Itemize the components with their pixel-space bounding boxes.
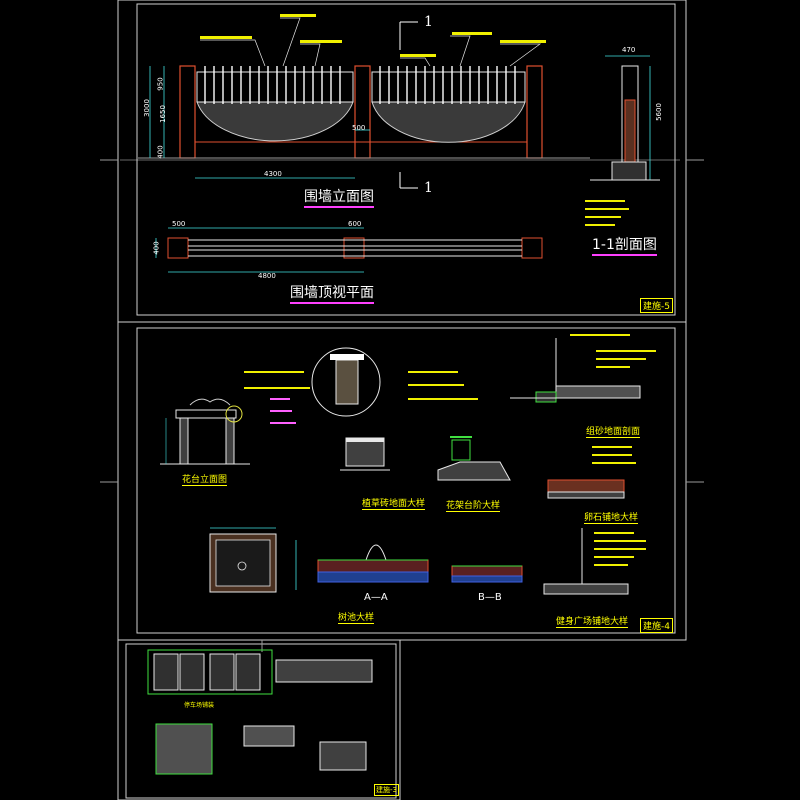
grass-brick-detail xyxy=(340,437,390,471)
sheet1-inner-frame xyxy=(136,3,676,316)
tree-pit-plan xyxy=(209,527,297,593)
section-mark-top: 1 xyxy=(424,14,433,30)
dim-h-upper: 950 xyxy=(156,77,165,91)
dim-w-total: 4300 xyxy=(264,170,282,178)
sheet1-number: 建施-5 xyxy=(640,298,673,313)
tree-pit-section-b xyxy=(451,565,523,583)
section-label-b: B—B xyxy=(478,592,502,603)
sheet3-outer-frame xyxy=(117,639,401,800)
step-detail xyxy=(437,436,511,481)
flower-section-title: 组砂地面剖面 xyxy=(586,424,641,438)
wall-elevation xyxy=(120,14,680,189)
dim-w-pier: 500 xyxy=(352,124,366,132)
wall-top-plan xyxy=(155,227,543,273)
sheet1-outer-frame xyxy=(117,0,687,323)
pergola-elevation xyxy=(160,398,250,465)
section-title: 1-1剖面图 xyxy=(592,236,657,256)
parking-title: 停车场铺装 xyxy=(184,702,215,709)
dim-sec-h: 5600 xyxy=(654,103,663,121)
sheet2-outer-frame xyxy=(117,321,687,641)
curb-detail-title: 花架台阶大样 xyxy=(446,498,501,512)
elevation-title: 围墙立面图 xyxy=(304,188,374,208)
dim-plan-w1: 500 xyxy=(172,220,186,228)
section-label-a: A—A xyxy=(364,592,388,603)
detail-circle-callout xyxy=(244,347,478,424)
plaza-paving-detail xyxy=(543,528,646,595)
tree-pit-section-a xyxy=(317,544,429,583)
section-1-1-drawing xyxy=(585,55,660,226)
dim-h-mid: 1650 xyxy=(158,105,167,123)
flower-section-detail xyxy=(510,334,656,403)
dim-plan-total: 4800 xyxy=(258,272,276,280)
plaza-detail-title: 健身广场铺地大样 xyxy=(556,614,629,628)
sheet2-number: 建施-4 xyxy=(640,618,673,633)
dim-plan-w2: 600 xyxy=(348,220,362,228)
sheet3-inner-frame xyxy=(125,643,397,799)
sheet3-number: 建施-3 xyxy=(374,784,399,796)
gravel-detail-title: 卵石铺地大样 xyxy=(584,510,639,524)
dim-plan-h: 400 xyxy=(152,241,161,255)
parking-plan xyxy=(147,649,373,775)
dim-sec-top: 470 xyxy=(622,46,636,54)
dim-h-total: 3000 xyxy=(142,99,151,117)
tree-pit-title: 树池大样 xyxy=(338,610,375,624)
sheet2-inner-frame xyxy=(136,327,676,634)
edge-detail-title: 植草砖地面大样 xyxy=(362,496,426,510)
plan-title: 围墙顶视平面 xyxy=(290,284,374,304)
gravel-detail xyxy=(547,446,636,499)
pergola-title: 花台立面图 xyxy=(182,472,228,486)
section-mark-bottom: 1 xyxy=(424,180,433,196)
dim-h-base: 400 xyxy=(156,145,165,159)
